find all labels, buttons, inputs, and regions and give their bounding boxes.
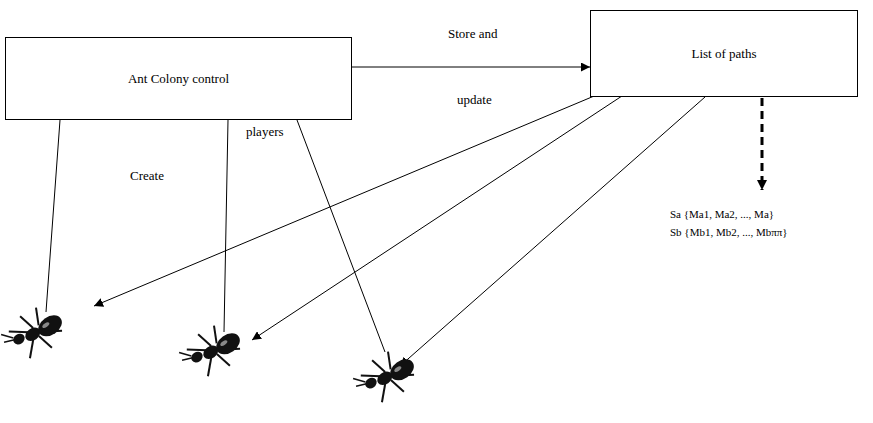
path-arrow — [400, 97, 705, 366]
annotation-text: Create — [128, 168, 166, 184]
create-line — [46, 120, 60, 312]
ant-icon — [175, 316, 249, 386]
dashed-arrow — [761, 98, 764, 190]
annotation-text: Store and — [446, 26, 499, 42]
ant-icon — [349, 342, 423, 412]
annotation-text: Sa {Ma1, Ma2, ..., Ma} — [668, 208, 776, 221]
annotation-text: Sb {Mb1, Mb2, ..., Mbππ} — [668, 226, 790, 239]
path-arrow — [252, 92, 628, 340]
box-label: Ant Colony control — [120, 67, 237, 91]
process-box: List of paths — [590, 10, 858, 97]
box-label: List of paths — [684, 42, 765, 66]
annotation-text: update — [455, 92, 494, 108]
process-box: Ant Colony control — [5, 37, 352, 120]
create-line — [224, 120, 228, 332]
annotation-text: players — [244, 124, 286, 140]
ant-icon — [0, 298, 72, 368]
create-line — [297, 120, 385, 352]
connector-arrow — [352, 67, 590, 68]
